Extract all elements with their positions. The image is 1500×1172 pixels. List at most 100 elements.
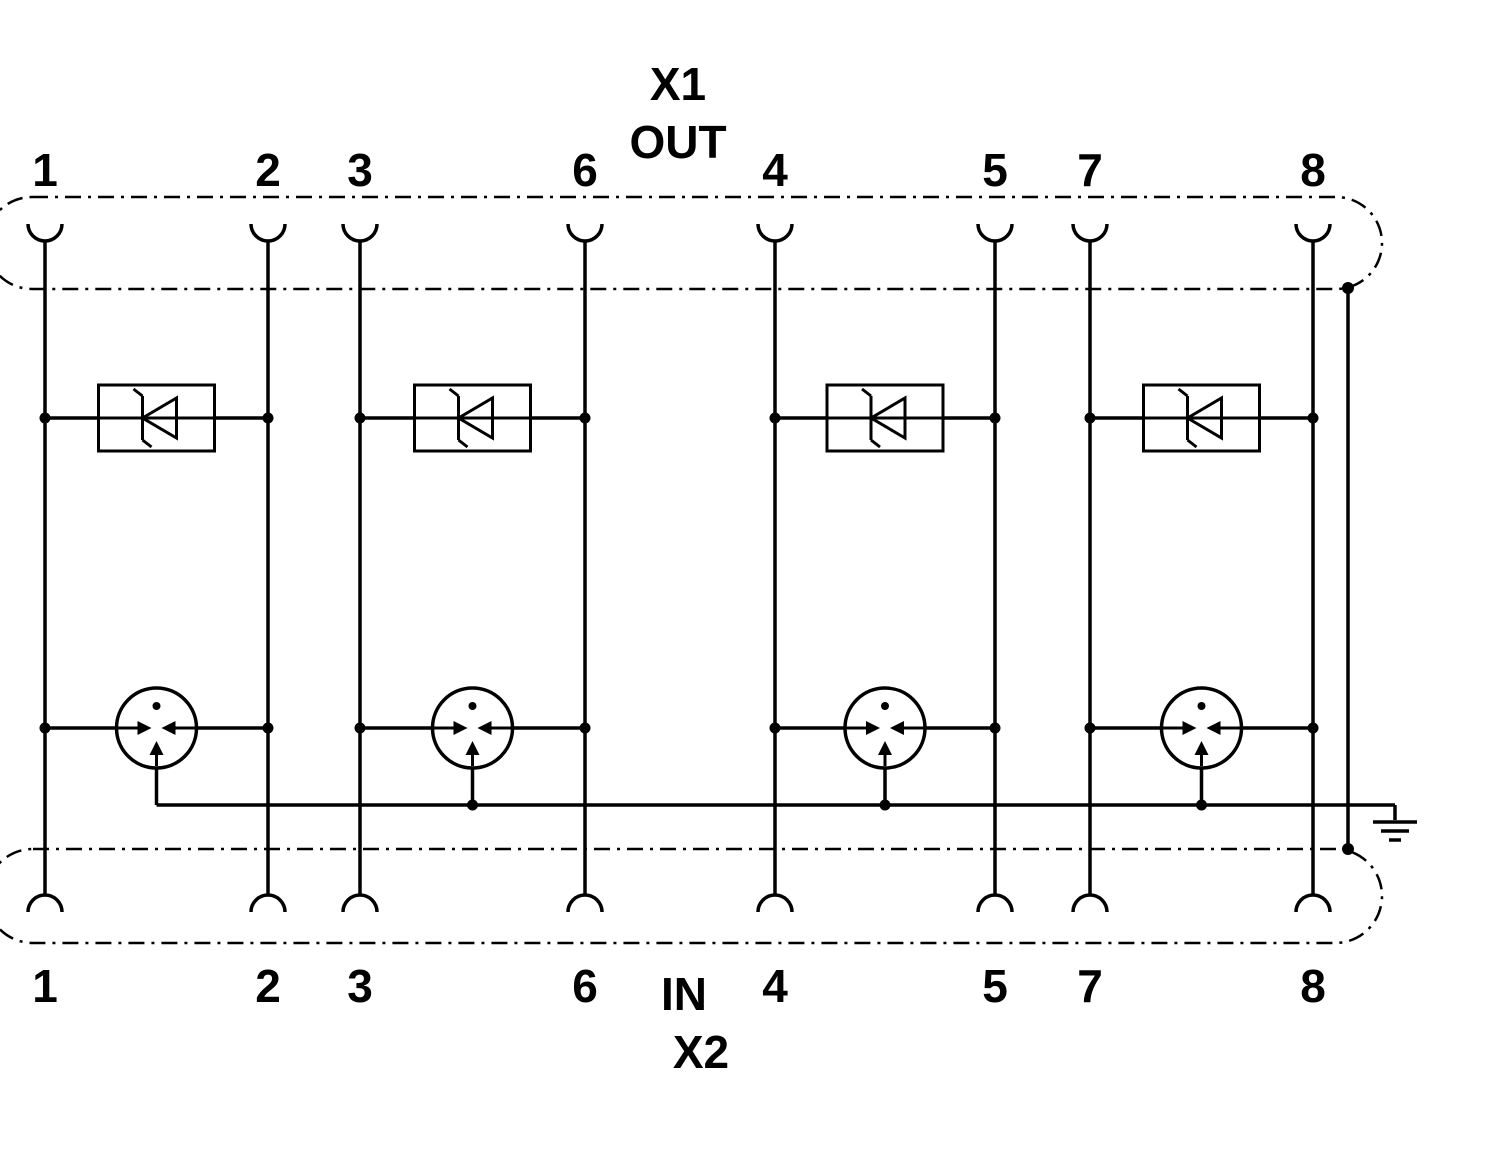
gdt-left-arrowhead (1182, 721, 1197, 735)
diode-cathode-tick (448, 387, 460, 398)
junction-dot (1307, 722, 1319, 734)
bottom-pin-label: 7 (1077, 960, 1103, 1012)
junction-dot (262, 722, 274, 734)
gdt-right-arrowhead (1206, 721, 1221, 735)
diode-cathode-tick (861, 387, 872, 398)
suppressor-diode (97, 383, 216, 453)
gdt-right-arrowhead (477, 721, 492, 735)
diode-triangle (868, 395, 907, 441)
bottom-pin-socket (249, 893, 287, 913)
junction-dot (262, 412, 274, 424)
top-pin-label: 5 (982, 144, 1008, 196)
gdt-right-arrowhead (890, 721, 904, 735)
diode-triangle (139, 395, 178, 441)
gdt-up-arrowhead (149, 741, 164, 755)
gas-discharge-tube (114, 686, 199, 770)
top-pin-socket (976, 223, 1014, 243)
suppressor-diode (413, 383, 532, 453)
top-pin-label: 4 (762, 144, 788, 196)
suppressor-diode (1142, 383, 1261, 453)
junction-dot (1196, 799, 1207, 811)
bottom-pin-socket (976, 893, 1014, 913)
top-pin-socket (566, 223, 604, 243)
diode-cathode-tick (1186, 438, 1198, 449)
gdt-electrode-dot (468, 702, 477, 710)
surge-channel (769, 383, 1001, 805)
diode-cathode-tick (1177, 387, 1189, 398)
top-pin-socket (1071, 223, 1109, 243)
gdt-up-arrowhead (465, 741, 480, 755)
shield-bottom-junction-dot (1342, 843, 1354, 855)
gdt-left-arrowhead (866, 721, 880, 735)
gdt-electrode-dot (1197, 702, 1206, 710)
bottom-pin-socket (1294, 893, 1332, 913)
junction-dot (1307, 412, 1319, 424)
gdt-left-arrowhead (453, 721, 468, 735)
gas-discharge-tube (430, 686, 515, 770)
junction-dot (1084, 412, 1096, 424)
top-pin-label: 7 (1077, 144, 1103, 196)
gdt-right-arrowhead (161, 721, 176, 735)
junction-dot (354, 412, 366, 424)
suppressor-diode (825, 383, 945, 453)
junction-dot (39, 722, 51, 734)
diode-cathode-tick (870, 438, 881, 449)
out-label: OUT (629, 116, 726, 168)
diode-triangle (455, 395, 494, 441)
gdt-left-arrowhead (137, 721, 152, 735)
surge-channel (1084, 383, 1319, 805)
top-pin-socket (26, 223, 64, 243)
junction-dot (989, 412, 1001, 424)
top-pin-label: 6 (572, 144, 598, 196)
bottom-pin-label: 5 (982, 960, 1008, 1012)
bottom-pin-socket (566, 893, 604, 913)
top-pin-socket (249, 223, 287, 243)
junction-dot (579, 722, 591, 734)
bottom-pin-label: 6 (572, 960, 598, 1012)
bottom-connector-outline (0, 847, 1384, 945)
diode-cathode-tick (141, 438, 153, 449)
gas-discharge-tube (1159, 686, 1244, 770)
connector-x1-label: X1 (650, 58, 706, 110)
bottom-pin-label: 2 (255, 960, 281, 1012)
bottom-pin-socket (1071, 893, 1109, 913)
bottom-pin-socket (756, 893, 794, 913)
shield-top-junction-dot (1342, 282, 1354, 294)
top-pin-socket (341, 223, 379, 243)
bottom-pin-label: 1 (32, 960, 58, 1012)
diode-triangle (1184, 395, 1223, 441)
gdt-electrode-dot (881, 702, 889, 710)
top-connector-outline (0, 195, 1384, 291)
gdt-up-arrowhead (878, 741, 892, 755)
top-pin-label: 3 (347, 144, 373, 196)
gas-discharge-tube (843, 686, 927, 770)
bottom-pin-label: 3 (347, 960, 373, 1012)
top-pin-label: 8 (1300, 144, 1326, 196)
top-pin-label: 1 (32, 144, 58, 196)
junction-dot (579, 412, 591, 424)
diode-cathode-tick (132, 387, 144, 398)
junction-dot (879, 799, 891, 811)
bottom-pin-socket (341, 893, 379, 913)
junction-dot (1084, 722, 1096, 734)
junction-dot (769, 412, 781, 424)
surge-channel (39, 383, 274, 805)
in-label: IN (661, 968, 707, 1020)
earth-ground-icon (1373, 805, 1417, 842)
junction-dot (354, 722, 366, 734)
connector-x2-label: X2 (673, 1026, 729, 1078)
surge-channel (354, 383, 591, 805)
bottom-pin-label: 8 (1300, 960, 1326, 1012)
top-pin-label: 2 (255, 144, 281, 196)
bottom-pin-socket (26, 893, 64, 913)
junction-dot (769, 722, 781, 734)
gdt-up-arrowhead (1194, 741, 1209, 755)
junction-dot (989, 722, 1001, 734)
junction-dot (467, 799, 478, 811)
diode-cathode-tick (457, 438, 469, 449)
junction-dot (39, 412, 51, 424)
top-pin-socket (1294, 223, 1332, 243)
bottom-pin-label: 4 (762, 960, 788, 1012)
